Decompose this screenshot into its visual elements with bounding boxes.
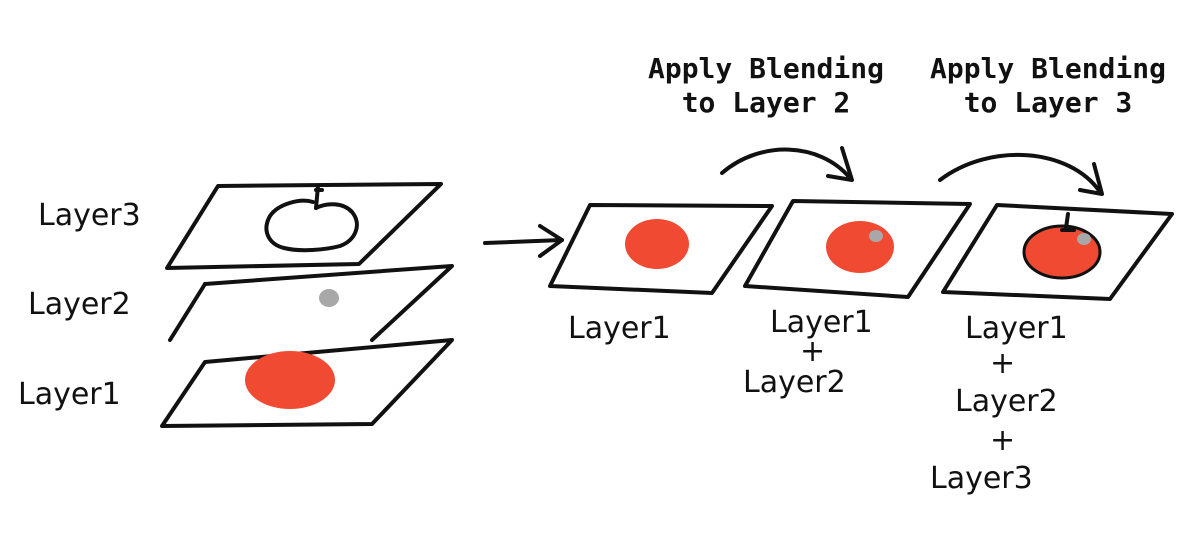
caption1-line2: to Layer 2 [682, 86, 851, 119]
result-layer1-layer2: Layer1 + Layer2 [743, 199, 972, 400]
result3-plus1: + [990, 346, 1015, 381]
result3-line1: Layer1 [965, 311, 1068, 346]
apple [1022, 224, 1102, 280]
result1-label: Layer1 [568, 311, 671, 346]
result3-line2: Layer2 [955, 384, 1058, 419]
result3-plus2: + [990, 423, 1015, 458]
result-all-layers: Layer1 + Layer2 + Layer3 [930, 203, 1174, 496]
curved-arrow-icon [720, 146, 854, 182]
layer2-plate [168, 264, 454, 342]
caption1-line1: Apply Blending [648, 52, 884, 85]
result-layer1: Layer1 [548, 203, 774, 346]
caption-blend-layer3: Apply Blending to Layer 3 [930, 52, 1166, 119]
layer3-plate [165, 182, 443, 270]
layer1-label: Layer1 [18, 377, 121, 412]
caption-blend-layer2: Apply Blending to Layer 2 [648, 52, 884, 119]
layer2-label: Layer2 [28, 287, 131, 322]
layer3-label: Layer3 [38, 198, 141, 233]
apple-outline [264, 184, 359, 253]
red-circle [625, 219, 689, 269]
curved-arrow-icon [938, 152, 1104, 196]
layer-stack: Layer3 Layer2 Layer1 [18, 182, 454, 428]
layer1-plate [160, 338, 454, 428]
right-arrow-icon [483, 224, 564, 258]
caption2-line2: to Layer 3 [964, 86, 1133, 119]
caption2-line1: Apply Blending [930, 52, 1166, 85]
result2-line2: Layer2 [743, 365, 846, 400]
gray-dot [319, 289, 339, 307]
result2-plus: + [800, 334, 825, 369]
result3-line3: Layer3 [930, 461, 1033, 496]
gray-dot [1077, 233, 1091, 245]
result2-line1: Layer1 [770, 305, 873, 340]
red-circle [826, 221, 894, 273]
gray-dot [869, 230, 883, 242]
red-circle [245, 351, 335, 409]
